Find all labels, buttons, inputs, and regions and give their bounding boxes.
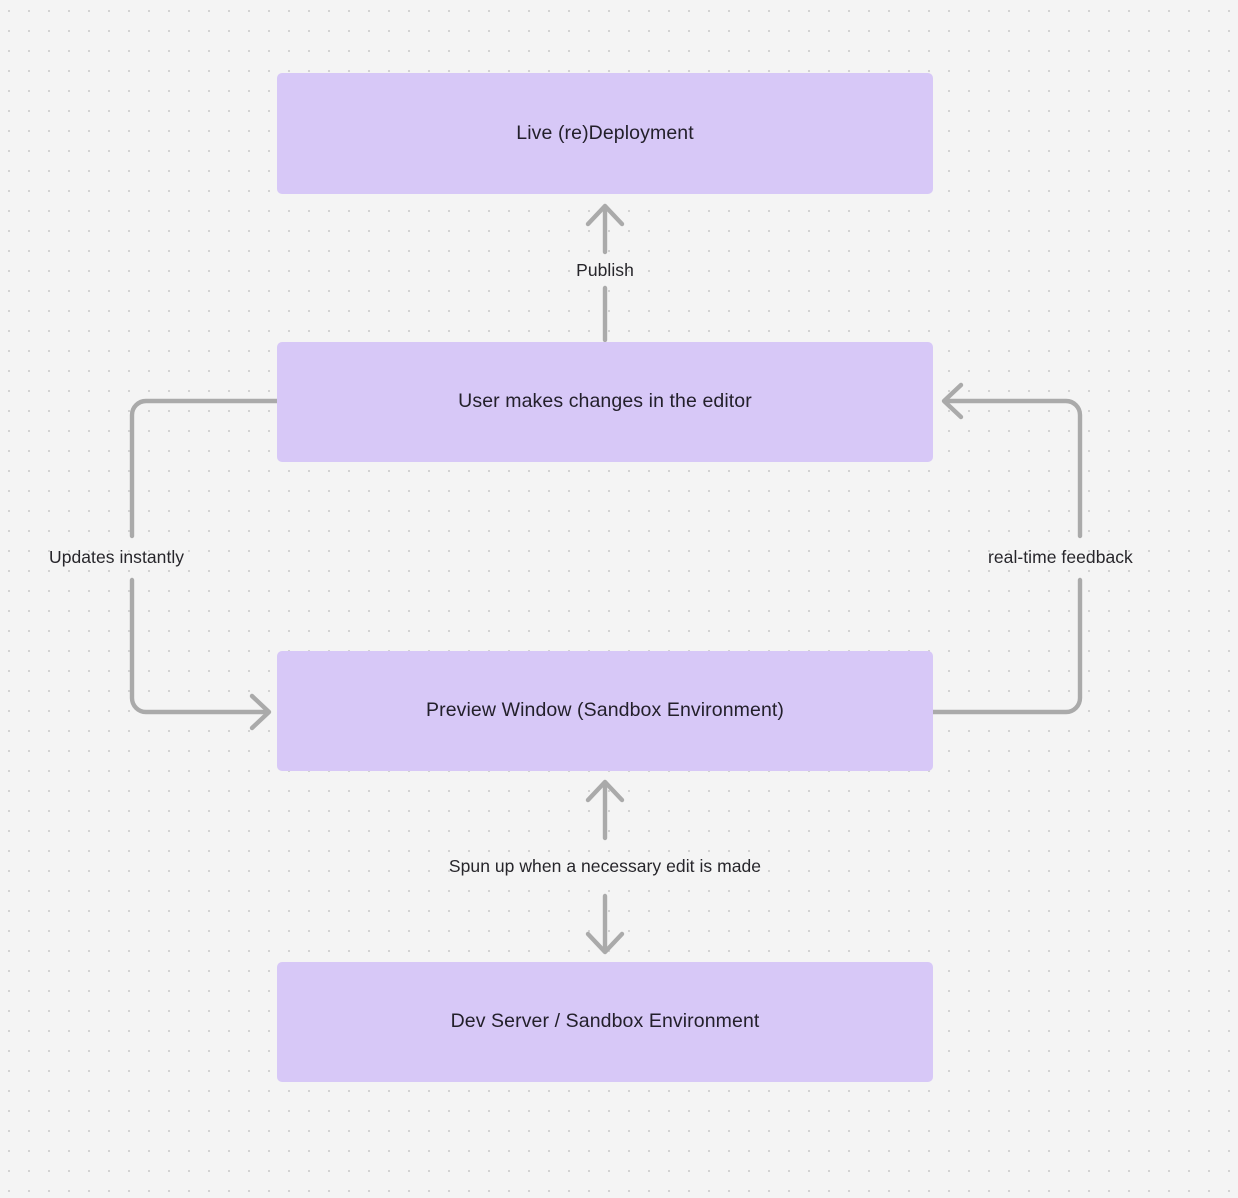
edge-label-real-time-feedback: real-time feedback bbox=[988, 547, 1133, 567]
node-preview-window[interactable]: Preview Window (Sandbox Environment) bbox=[277, 651, 933, 771]
node-dev-server[interactable]: Dev Server / Sandbox Environment bbox=[277, 962, 933, 1082]
node-user-edits[interactable]: User makes changes in the editor bbox=[277, 342, 933, 462]
node-label: Preview Window (Sandbox Environment) bbox=[426, 699, 784, 722]
node-live-deployment[interactable]: Live (re)Deployment bbox=[277, 73, 933, 194]
edge-label-updates-instantly: Updates instantly bbox=[49, 547, 185, 567]
node-label: Live (re)Deployment bbox=[516, 121, 694, 144]
node-label: User makes changes in the editor bbox=[458, 390, 752, 413]
node-label: Dev Server / Sandbox Environment bbox=[450, 1010, 760, 1033]
edge-label-spun-up: Spun up when a necessary edit is made bbox=[448, 856, 762, 876]
edge-label-publish: Publish bbox=[576, 260, 634, 280]
